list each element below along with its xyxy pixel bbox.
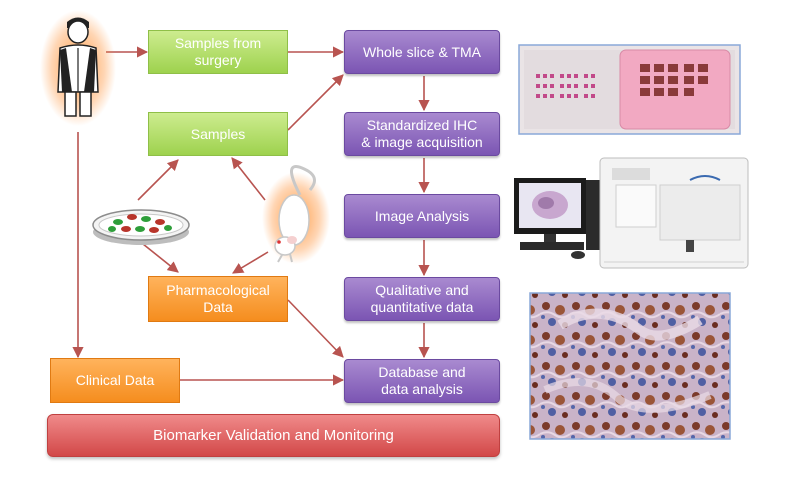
samples-label: Samples — [190, 125, 246, 142]
biomarker-validation-label: Biomarker Validation and Monitoring — [153, 427, 394, 444]
slide-scanner-photo — [514, 157, 749, 269]
qualitative-quantitative-box: Qualitative and quantitative data — [344, 277, 500, 321]
arrows — [72, 46, 430, 386]
arrow-petri-to-samples — [137, 159, 179, 201]
tma-slide-photo — [518, 44, 741, 135]
clinical-data-box: Clinical Data — [50, 358, 180, 403]
samples-from-surgery-box: Samples from surgery — [148, 30, 288, 74]
samples-box: Samples — [148, 112, 288, 156]
image-analysis-label: Image Analysis — [374, 207, 470, 224]
ihc-tissue-photo — [529, 292, 731, 440]
pharmacological-data-box: Pharmacological Data — [148, 276, 288, 322]
arrow-petri-to-pharma — [137, 239, 179, 273]
petri-dish-icon — [92, 209, 190, 245]
database-analysis-box: Database and data analysis — [344, 359, 500, 403]
arrow-mouse-to-samples — [231, 157, 266, 201]
arrow-mouse-to-pharma — [232, 251, 269, 274]
arrow-samples-to-whole-slice — [287, 74, 344, 131]
pharmacological-data-label: Pharmacological Data — [166, 282, 270, 315]
mouse-icon — [262, 165, 330, 264]
qualitative-quantitative-label: Qualitative and quantitative data — [370, 282, 474, 315]
clinical-data-label: Clinical Data — [75, 372, 155, 388]
whole-slice-tma-box: Whole slice & TMA — [344, 30, 500, 74]
database-analysis-label: Database and data analysis — [378, 364, 466, 397]
samples-from-surgery-label: Samples from surgery — [174, 35, 262, 68]
standardized-ihc-box: Standardized IHC & image acquisition — [344, 112, 500, 156]
whole-slice-tma-label: Whole slice & TMA — [363, 43, 481, 60]
person-icon — [40, 10, 116, 126]
standardized-ihc-label: Standardized IHC & image acquisition — [361, 117, 483, 150]
image-analysis-box: Image Analysis — [344, 194, 500, 238]
biomarker-validation-box: Biomarker Validation and Monitoring — [47, 414, 500, 457]
arrow-pharma-to-database — [287, 299, 344, 358]
